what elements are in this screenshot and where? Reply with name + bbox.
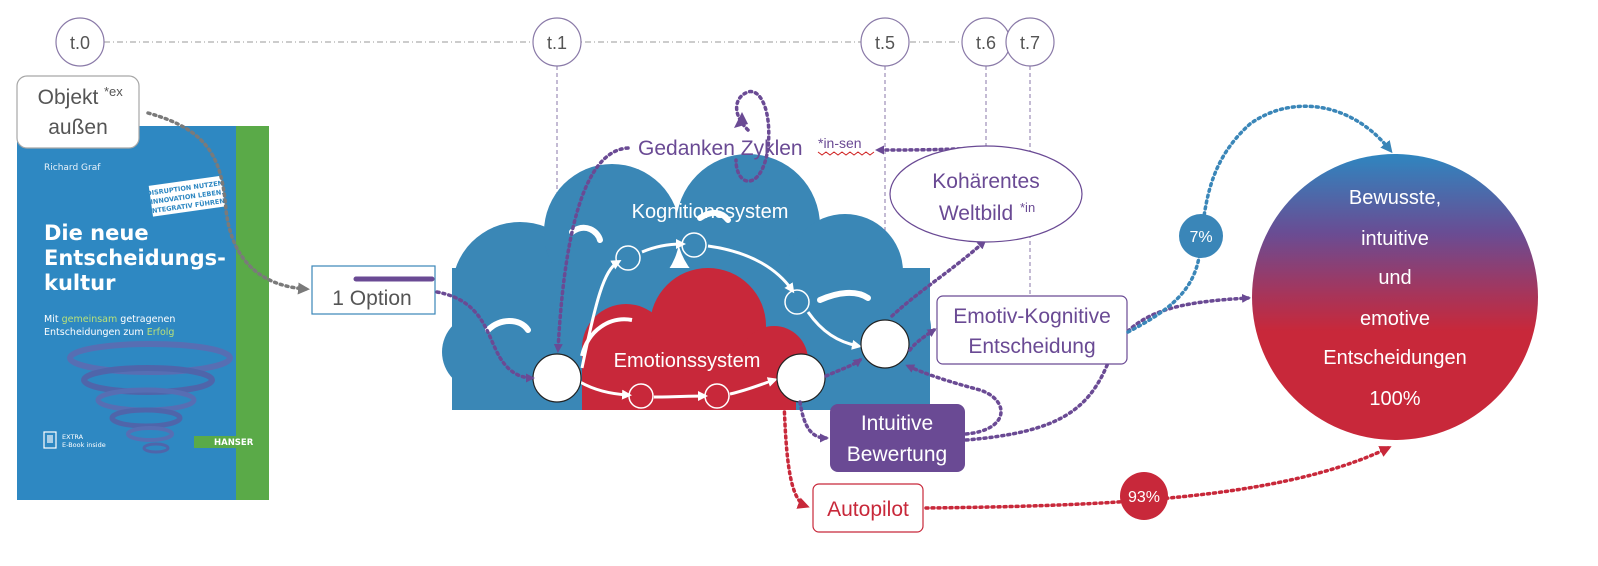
emotion-to-decision-arrow bbox=[824, 358, 863, 378]
timeline-marker-t0: t.0 bbox=[55, 17, 105, 67]
percent-red-label: 93% bbox=[1128, 489, 1160, 506]
intuitive-line1: Intuitive bbox=[861, 412, 933, 435]
percent-badge-red: 93% bbox=[1120, 472, 1168, 520]
autopilot-to-result-arrow bbox=[924, 446, 1392, 510]
decision-box: Emotiv-Kognitive Entscheidung bbox=[936, 295, 1128, 365]
timeline-marker-label: t.1 bbox=[547, 33, 567, 53]
decision-to-result-arrow bbox=[1126, 104, 1393, 334]
cognition-system-label: Kognitionssystem bbox=[632, 201, 789, 223]
book-cover: Richard Graf DISRUPTION NUTZEN. INNOVATI… bbox=[17, 126, 269, 500]
thought-cycle-arrowhead bbox=[734, 112, 748, 128]
object-label: Objekt bbox=[38, 86, 99, 109]
decision-line2: Entscheidung bbox=[968, 335, 1095, 358]
decision-line1: Emotiv-Kognitive bbox=[953, 305, 1111, 328]
internal-flows bbox=[579, 239, 862, 402]
object-to-option-arrow bbox=[146, 111, 310, 295]
option-box: 1 Option bbox=[311, 265, 436, 315]
worldview-line2: Weltbild bbox=[939, 202, 1013, 225]
thought-cycles-text: Gedanken Zyklen bbox=[638, 137, 803, 160]
intuitive-line2: Bewertung bbox=[847, 443, 947, 466]
worldview-line1: Kohärentes bbox=[932, 170, 1039, 193]
result-line: 100% bbox=[1369, 388, 1420, 410]
book-author: Richard Graf bbox=[44, 163, 101, 173]
book-extra-line: E-Book inside bbox=[62, 441, 106, 449]
book-title-line: kultur bbox=[44, 271, 116, 295]
timeline: t.0 t.1 t.5 t.6 t.7 bbox=[55, 17, 1055, 340]
object-external-box: Objekt *ex außen bbox=[16, 75, 140, 149]
timeline-marker-label: t.6 bbox=[976, 33, 996, 53]
intuitive-loop-arrow bbox=[905, 364, 1003, 436]
result-line: intuitive bbox=[1361, 228, 1429, 250]
cognition-node bbox=[784, 289, 810, 315]
decision-node bbox=[860, 319, 910, 369]
worldview-superscript: *in bbox=[1020, 200, 1035, 215]
percent-badge-blue: 7% bbox=[1179, 214, 1223, 258]
book-subtitle-line2: Entscheidungen zum Erfolg bbox=[44, 327, 174, 338]
autopilot-box: Autopilot bbox=[812, 483, 924, 533]
cognition-node bbox=[615, 245, 641, 271]
publisher-band bbox=[194, 436, 269, 448]
thought-cycles-label: Gedanken Zyklen *in-sen bbox=[638, 135, 875, 160]
result-line: Entscheidungen bbox=[1323, 347, 1466, 369]
book-extra-line: EXTRA bbox=[62, 433, 84, 441]
emotion-cloud-crease bbox=[580, 317, 633, 357]
timeline-marker-label: t.7 bbox=[1020, 33, 1040, 53]
object-superscript: *ex bbox=[104, 84, 123, 99]
red-connectors bbox=[782, 398, 1392, 510]
percent-blue-label: 7% bbox=[1189, 229, 1212, 246]
emotion-to-autopilot-arrow bbox=[782, 398, 810, 509]
emotion-cloud bbox=[582, 268, 808, 410]
tornado-graphic bbox=[67, 341, 233, 454]
timeline-marker-t7: t.7 bbox=[1005, 17, 1055, 67]
ebook-icon bbox=[43, 431, 57, 449]
book-publisher: HANSER bbox=[214, 438, 254, 448]
input-node bbox=[532, 353, 582, 403]
cloud-creases bbox=[485, 210, 871, 333]
timeline-marker-t1: t.1 bbox=[532, 17, 582, 67]
result-line: emotive bbox=[1360, 308, 1430, 330]
decision-to-worldview-arrow bbox=[890, 240, 987, 318]
thought-cycle-loop bbox=[734, 89, 771, 183]
node-to-decision-box-arrow bbox=[908, 328, 937, 352]
result-line: und bbox=[1378, 267, 1411, 289]
emotion-output-node bbox=[776, 353, 826, 403]
option-to-input-arrow bbox=[435, 290, 535, 383]
timeline-marker-label: t.5 bbox=[875, 33, 895, 53]
result-circle: Bewusste, intuitive und emotive Entschei… bbox=[1252, 154, 1538, 440]
emotion-node bbox=[704, 383, 730, 409]
thought-cycles-superscript: *in-sen bbox=[818, 135, 862, 151]
object-label-line2: außen bbox=[48, 116, 108, 139]
result-line: Bewusste, bbox=[1349, 187, 1441, 209]
book-title-line: Entscheidungs- bbox=[44, 246, 226, 270]
cognition-node bbox=[681, 232, 707, 258]
emotion-system-label: Emotionssystem bbox=[614, 350, 761, 372]
timeline-marker-t6: t.6 bbox=[961, 17, 1011, 67]
timeline-marker-label: t.0 bbox=[70, 33, 90, 53]
emotion-to-intuitive-arrow bbox=[798, 400, 829, 443]
book-title-line: Die neue bbox=[44, 221, 149, 245]
process-nodes bbox=[615, 232, 810, 409]
option-label: 1 Option bbox=[332, 287, 411, 310]
timeline-marker-t5: t.5 bbox=[860, 17, 910, 67]
autopilot-label: Autopilot bbox=[827, 498, 909, 521]
book-subtitle-line1: Mit gemeinsam getragenen bbox=[44, 314, 175, 325]
emotion-node bbox=[628, 383, 654, 409]
intuitive-assessment-box: Intuitive Bewertung bbox=[830, 404, 965, 472]
spellcheck-underline bbox=[817, 151, 875, 156]
worldview-ellipse: Kohärentes Weltbild *in bbox=[889, 145, 1083, 243]
thought-to-input-arrow bbox=[553, 146, 630, 353]
